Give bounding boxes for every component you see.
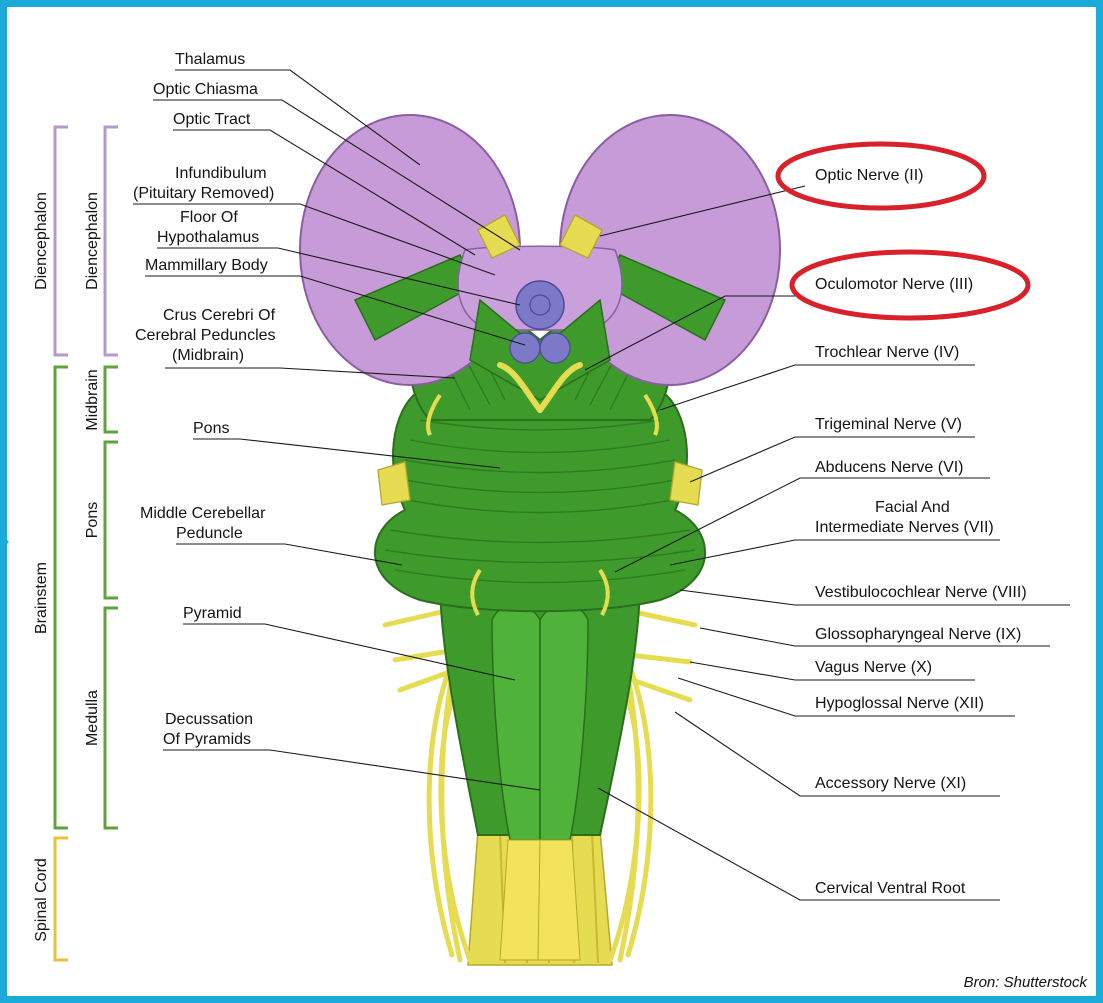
trigeminal-nerve-label: Trigeminal Nerve (V) bbox=[815, 416, 962, 433]
pons-bracket bbox=[105, 442, 118, 598]
inner-diencephalon-bracket bbox=[105, 127, 118, 355]
brainstem-bracket bbox=[55, 367, 68, 828]
outer-diencephalon-bracket bbox=[55, 127, 68, 355]
source-credit: Bron: Shutterstock bbox=[964, 974, 1087, 991]
infundibulum-label: Infundibulum bbox=[175, 165, 267, 182]
abducens-nerve-label: Abducens Nerve (VI) bbox=[815, 459, 964, 476]
facial-nerve-sub-label: Intermediate Nerves (VII) bbox=[815, 519, 994, 536]
trigeminal-nerve-right bbox=[670, 462, 702, 505]
accessory-nerve-label: Accessory Nerve (XI) bbox=[815, 775, 966, 792]
brainstem-label: Brainstem bbox=[33, 562, 50, 634]
region-brackets: Diencephalon Diencephalon Brainstem Midb… bbox=[33, 127, 118, 960]
inner-diencephalon-label: Diencephalon bbox=[84, 192, 101, 290]
pyramid-label: Pyramid bbox=[183, 605, 242, 622]
floor-hypothalamus-sub-label: Hypothalamus bbox=[157, 229, 259, 246]
trochlear-nerve-label: Trochlear Nerve (IV) bbox=[815, 344, 959, 361]
crus-cerebri-label: Crus Cerebri Of bbox=[163, 307, 276, 324]
oculomotor-nerve-label: Oculomotor Nerve (III) bbox=[815, 276, 973, 293]
thalamus-label: Thalamus bbox=[175, 51, 245, 68]
spinal-cord-label: Spinal Cord bbox=[33, 858, 50, 942]
optic-chiasma-label: Optic Chiasma bbox=[153, 81, 258, 98]
glossopharyngeal-nerve-label: Glossopharyngeal Nerve (IX) bbox=[815, 626, 1021, 643]
crus-cerebri-sub2-label: (Midbrain) bbox=[172, 347, 244, 364]
medulla-bracket bbox=[105, 608, 118, 828]
outer-diencephalon-label: Diencephalon bbox=[33, 192, 50, 290]
vagus-nerve-label: Vagus Nerve (X) bbox=[815, 659, 932, 676]
cervical-ventral-root-label: Cervical Ventral Root bbox=[815, 880, 966, 897]
trigeminal-nerve-left bbox=[378, 462, 410, 505]
mammillary-body-left bbox=[510, 333, 540, 363]
infundibulum bbox=[516, 281, 564, 329]
midbrain-label: Midbrain bbox=[84, 369, 101, 430]
mammillary-body-right bbox=[540, 333, 570, 363]
middle-cerebellar-sub-label: Peduncle bbox=[176, 525, 243, 542]
spinal-cord-bracket bbox=[55, 838, 68, 960]
pons-label: Pons bbox=[84, 502, 101, 538]
mammillary-body-label: Mammillary Body bbox=[145, 257, 268, 274]
middle-cerebellar-label: Middle Cerebellar bbox=[140, 505, 266, 522]
crus-cerebri-sub-label: Cerebral Peduncles bbox=[135, 327, 276, 344]
infundibulum-sub-label: (Pituitary Removed) bbox=[133, 185, 274, 202]
facial-nerve-label: Facial And bbox=[875, 499, 950, 516]
floor-hypothalamus-label: Floor Of bbox=[180, 209, 238, 226]
midbrain-bracket bbox=[105, 367, 118, 432]
vestibulocochlear-nerve-label: Vestibulocochlear Nerve (VIII) bbox=[815, 584, 1027, 601]
decussation-label: Decussation bbox=[165, 711, 253, 728]
decussation-sub-label: Of Pyramids bbox=[163, 731, 251, 748]
pons-structure-label: Pons bbox=[193, 420, 229, 437]
brain-illustration bbox=[300, 115, 780, 965]
hypoglossal-nerve-label: Hypoglossal Nerve (XII) bbox=[815, 695, 984, 712]
optic-tract-label: Optic Tract bbox=[173, 111, 251, 128]
medulla-label: Medulla bbox=[84, 690, 101, 746]
optic-nerve-label: Optic Nerve (II) bbox=[815, 167, 923, 184]
